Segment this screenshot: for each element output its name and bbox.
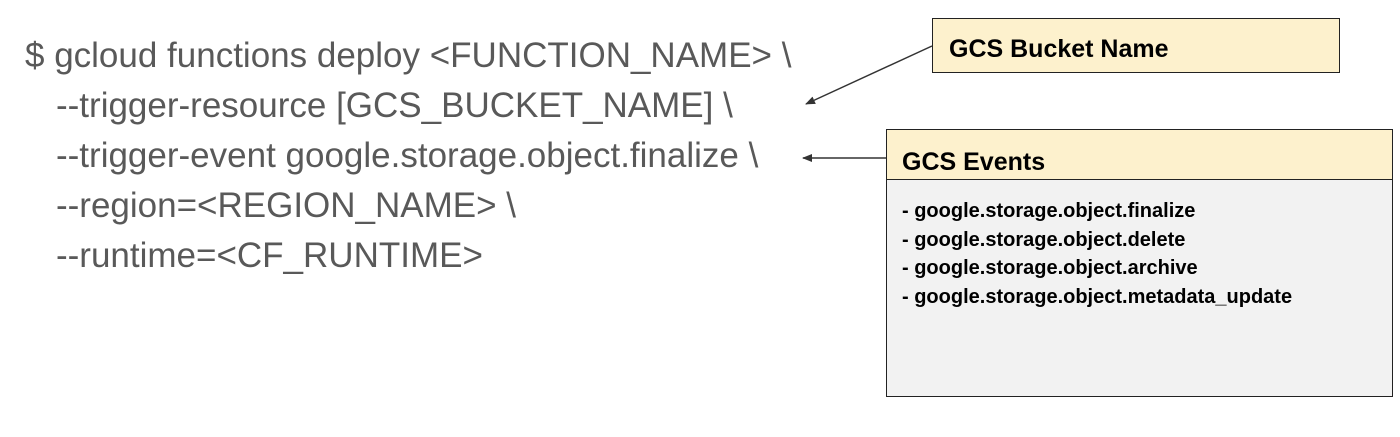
gcs-events-callout: GCS Events - google.storage.object.final… — [886, 129, 1393, 397]
event-item-delete: - google.storage.object.delete — [902, 228, 1186, 251]
command-line-trigger-event: --trigger-event google.storage.object.fi… — [56, 136, 759, 175]
gcs-events-header: GCS Events — [887, 130, 1392, 180]
command-line-region: --region=<REGION_NAME> \ — [56, 186, 517, 225]
gcs-bucket-name-title: GCS Bucket Name — [949, 35, 1169, 63]
command-line-trigger-resource: --trigger-resource [GCS_BUCKET_NAME] \ — [56, 86, 733, 125]
gcs-events-list: - google.storage.object.finalize - googl… — [902, 197, 1292, 311]
gcs-events-title: GCS Events — [902, 148, 1046, 176]
event-item-metadata-update: - google.storage.object.metadata_update — [902, 285, 1293, 308]
gcloud-deploy-command: $ gcloud functions deploy <FUNCTION_NAME… — [0, 0, 880, 300]
event-item-finalize: - google.storage.object.finalize — [902, 200, 1196, 222]
gcs-bucket-name-callout: GCS Bucket Name — [932, 18, 1340, 73]
event-item-archive: - google.storage.object.archive — [902, 257, 1198, 279]
command-line-runtime: --runtime=<CF_RUNTIME> — [56, 236, 483, 275]
command-line-deploy: $ gcloud functions deploy <FUNCTION_NAME… — [25, 36, 792, 75]
